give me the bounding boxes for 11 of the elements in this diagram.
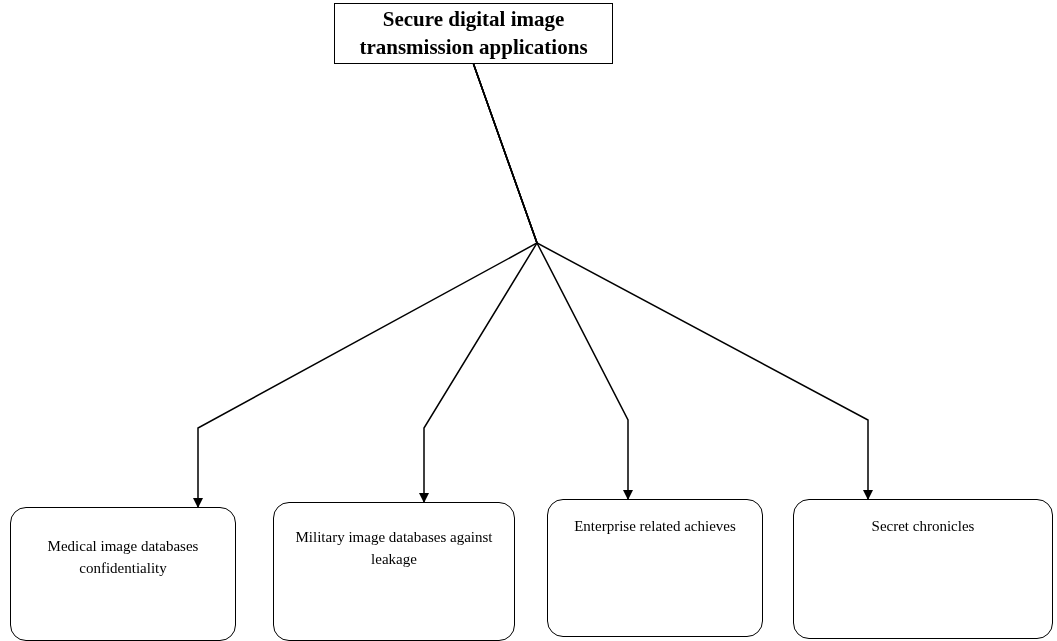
application-label: Military image databases against leakage (294, 528, 494, 569)
application-box (793, 499, 1053, 639)
title-box (334, 3, 613, 64)
arrow (472, 63, 873, 500)
application-label: Secret chronicles (871, 517, 975, 536)
application-label: Medical image databases confidentiality (46, 537, 200, 578)
application-box (10, 507, 236, 641)
application-box (273, 502, 515, 641)
application-label: Enterprise related achieves (574, 517, 736, 536)
application-box (547, 499, 763, 637)
title-text: Secure digital image transmission applications (358, 6, 589, 61)
